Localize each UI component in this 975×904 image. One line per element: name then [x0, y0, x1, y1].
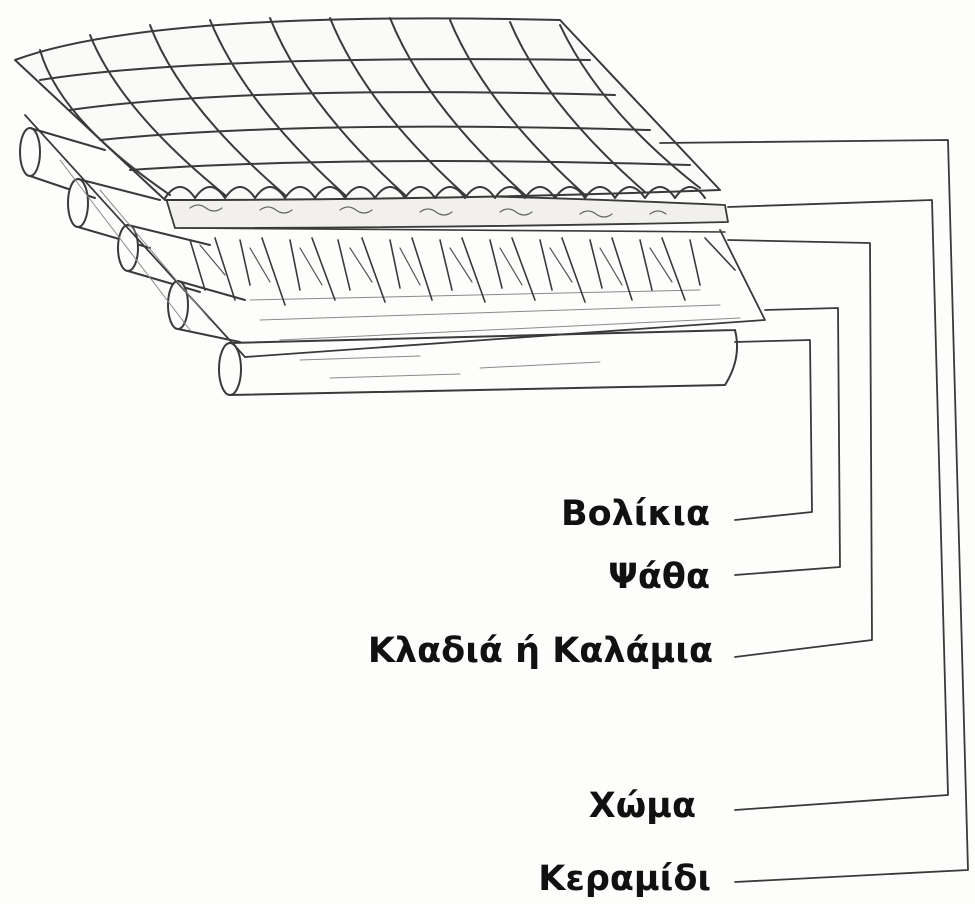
label-keramidi: Κεραμίδι	[538, 859, 711, 899]
label-volikia: Βολίκια	[560, 494, 710, 534]
leader-lines	[659, 139, 969, 883]
reed-mat	[24, 114, 766, 358]
leader-keramidi	[659, 139, 969, 883]
label-choma: Χώμα	[588, 786, 696, 826]
label-kladia: Κλαδιά ή Καλάμια	[367, 631, 713, 671]
rafter-logs	[19, 127, 738, 396]
roof-tiles	[14, 17, 721, 201]
branches-layer	[179, 227, 736, 306]
leader-volikia	[734, 339, 813, 521]
soil-layer	[164, 192, 729, 229]
leader-psatha	[734, 307, 841, 576]
leader-choma	[727, 199, 949, 811]
label-psatha: Ψάθα	[608, 557, 710, 597]
leader-kladia	[727, 239, 873, 658]
